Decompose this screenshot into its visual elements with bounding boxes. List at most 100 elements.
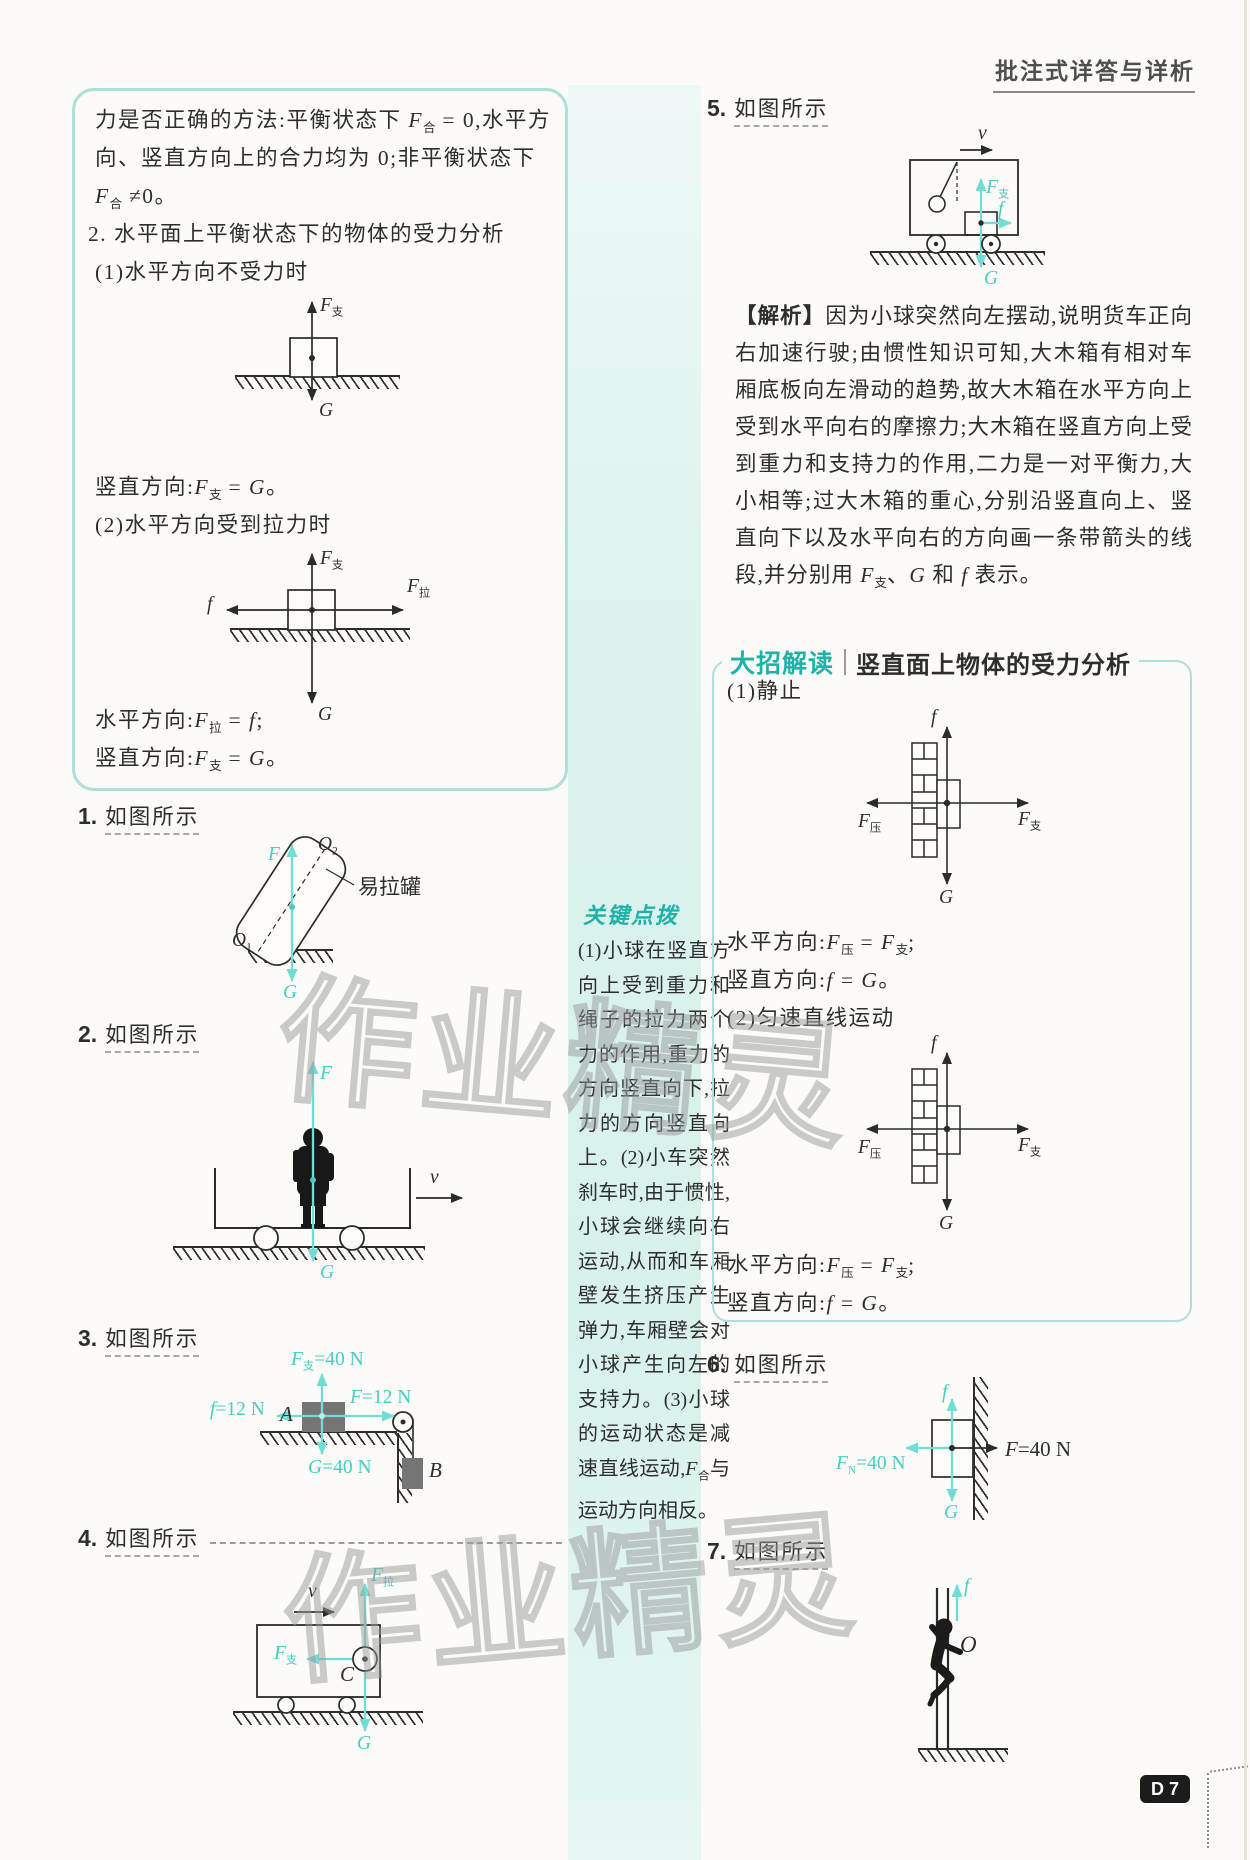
label-o: O xyxy=(960,1632,977,1657)
figure-block-on-wall: f G FN=40 N F=40 N xyxy=(830,1375,1130,1530)
analysis-paragraph: 【解析】因为小球突然向左摆动,说明货车正向右加速行驶;由惯性知识可知,大木箱有相… xyxy=(735,298,1193,602)
fold-mark xyxy=(1207,1773,1209,1848)
figure-wall-block-uniform: f G F压 F支 xyxy=(820,1026,1150,1236)
method-case-2: (2)匀速直线运动 xyxy=(727,1006,895,1030)
ground-hatch xyxy=(233,1711,423,1725)
figure-shapes xyxy=(909,145,1019,268)
center-dot xyxy=(978,220,984,226)
can-label: 易拉罐 xyxy=(358,875,421,899)
question-number: 7. xyxy=(707,1538,727,1564)
label-c: C xyxy=(340,1662,355,1686)
force-label-fn: FN=40 N xyxy=(836,1453,906,1477)
center-dot xyxy=(309,607,315,613)
pendulum-ball xyxy=(928,195,946,213)
velocity-label: v xyxy=(308,1581,317,1602)
force-label-g: G xyxy=(984,268,999,289)
force-label-f-zhi: F支 xyxy=(274,1643,298,1667)
force-label-f: f=12 N xyxy=(210,1399,265,1420)
brick-wall xyxy=(911,742,938,858)
method-box-title: 竖直面上物体的受力分析 xyxy=(856,652,1132,679)
cart-outline xyxy=(256,1624,381,1698)
force-label-f: f xyxy=(207,594,213,615)
center-dot xyxy=(310,1177,316,1183)
analysis-text: 因为小球突然向左摆动,说明货车正向右加速行驶;由惯性知识可知,大木箱有相对车厢底… xyxy=(735,304,1193,590)
ground-hatch xyxy=(870,251,1045,265)
question-title: 如图所示 xyxy=(734,1348,829,1383)
force-label-f: f xyxy=(931,1033,937,1054)
pendulum-string xyxy=(938,161,958,200)
method-box-header: 大招解读 竖直面上物体的受力分析 xyxy=(722,644,1140,680)
note-item-2: 2. 水平面上平衡状态下的物体的受力分析 xyxy=(88,222,506,246)
figure-block-vertical-only: F支 G xyxy=(95,288,535,453)
center-dot xyxy=(943,799,951,807)
figure-truck-pendulum: v F支 f G xyxy=(840,122,1160,322)
label-o1: O1 xyxy=(232,930,252,954)
question-title: 如图所示 xyxy=(734,92,829,127)
note-case-1: (1)水平方向不受力时 xyxy=(95,260,309,284)
force-label-F: F=12 N xyxy=(350,1387,412,1408)
force-label-f: f xyxy=(998,199,1004,220)
fold-mark xyxy=(1210,1765,1248,1773)
question-1-heading: 1. 如图所示 xyxy=(78,800,200,835)
figure-shapes xyxy=(276,1373,423,1489)
question-2-heading: 2. 如图所示 xyxy=(78,1018,200,1053)
force-label-g: G xyxy=(319,400,334,421)
force-label-g: G xyxy=(939,1213,954,1234)
wheel xyxy=(277,1696,295,1714)
force-label-f-zhi: F支 xyxy=(1018,809,1042,833)
block-b xyxy=(402,1458,423,1489)
figure-shapes xyxy=(226,553,404,704)
note-line-1: 力是否正确的方法:平衡状态下 F合 = 0,水平方 xyxy=(95,108,551,135)
question-title: 如图所示 xyxy=(734,1535,829,1570)
question-3-heading: 3. 如图所示 xyxy=(78,1322,200,1357)
question-title: 如图所示 xyxy=(105,1018,200,1053)
figure-tilted-can: O2 O1 易拉罐 F G xyxy=(150,835,520,1005)
method-v1: 竖直方向:f = G。 xyxy=(727,968,902,992)
method-box-tag: 大招解读 xyxy=(730,651,835,678)
question-number: 4. xyxy=(78,1525,98,1551)
force-label-f-zhi: F支=40 N xyxy=(291,1349,364,1373)
figure-wall-block-static: f G F压 F支 xyxy=(820,700,1150,910)
figure-shapes xyxy=(235,836,355,982)
figure-ball-in-cart: v F拉 F支 C G xyxy=(180,1560,560,1790)
velocity-label: v xyxy=(430,1167,439,1188)
force-label-f-zhi: F支 xyxy=(986,177,1010,201)
figure-shapes xyxy=(214,1061,463,1262)
force-label-f: F xyxy=(268,844,280,865)
force-label-f-la: F拉 xyxy=(371,1565,395,1589)
force-label-F: F=40 N xyxy=(1005,1437,1072,1461)
note-box xyxy=(72,88,568,791)
force-label-g: G xyxy=(944,1502,959,1523)
method-h2: 水平方向:F压 = F支; xyxy=(727,1253,916,1280)
page-title: 批注式详答与详析 xyxy=(993,52,1195,93)
force-label-g: G xyxy=(318,704,333,725)
label-a: A xyxy=(280,1402,293,1426)
label-b: B xyxy=(429,1458,442,1482)
force-label-g: G xyxy=(283,982,298,1003)
force-label-g: G xyxy=(939,887,954,908)
question-number: 5. xyxy=(707,95,727,121)
figure-shapes xyxy=(905,1398,998,1502)
leader-line xyxy=(325,868,355,886)
center-dot xyxy=(289,904,295,910)
climber-silhouette xyxy=(927,1618,963,1707)
method-h1: 水平方向:F压 = F支; xyxy=(727,930,916,957)
figure-block-pulled: F支 F拉 f G xyxy=(95,545,535,730)
center-dot xyxy=(319,1413,325,1419)
method-case-1: (1)静止 xyxy=(727,679,803,703)
force-label-f: f xyxy=(931,707,937,728)
tip-title: 关键点拨 xyxy=(583,903,680,928)
force-label-g: G=40 N xyxy=(308,1457,372,1478)
note-horiz-2: 水平方向:F拉 = f; xyxy=(95,708,264,735)
velocity-label: v xyxy=(978,123,987,144)
force-label-f-ya: F压 xyxy=(858,811,882,835)
dashed-rule xyxy=(210,1542,562,1544)
question-title: 如图所示 xyxy=(105,1522,200,1557)
force-label-f-zhi: F支 xyxy=(1018,1135,1042,1159)
figure-shapes xyxy=(927,1584,963,1748)
figure-person-on-cart: F G v xyxy=(90,1050,520,1285)
can-axis xyxy=(256,848,326,954)
question-6-heading: 6. 如图所示 xyxy=(707,1348,829,1383)
wheel xyxy=(338,1696,356,1714)
center-dot xyxy=(943,1125,951,1133)
